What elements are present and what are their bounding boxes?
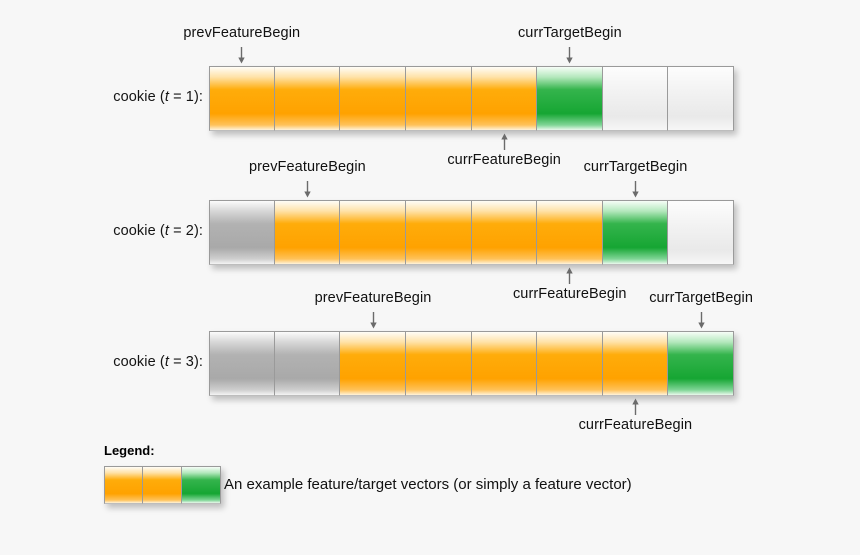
down-arrow-icon (631, 181, 640, 198)
cookie-cell-orange (471, 331, 538, 396)
up-arrow-icon (565, 267, 574, 284)
cookie-cell-orange (340, 200, 406, 265)
cookie-cell-orange (405, 200, 472, 265)
row-label-variable: t (164, 222, 169, 239)
annotation-prevfeaturebegin: prevFeatureBegin (314, 290, 432, 306)
cookie-cell-green (668, 331, 734, 396)
cookie-strip-t1 (209, 66, 734, 131)
down-arrow-icon (565, 47, 574, 64)
row-label-suffix: = 2): (168, 222, 203, 239)
cookie-cell-orange (340, 331, 406, 396)
cookie-cell-orange (471, 66, 538, 131)
annotation-currfeaturebegin: currFeatureBegin (512, 286, 627, 302)
row-label-t2: cookie (t = 2): (60, 223, 203, 239)
row-label-variable: t (164, 353, 169, 370)
down-arrow-icon (369, 312, 378, 329)
up-arrow-icon (631, 398, 640, 415)
cookie-cell-orange (602, 331, 669, 396)
annotation-currfeaturebegin: currFeatureBegin (578, 417, 693, 433)
legend-description: An example feature/target vectors (or si… (224, 476, 632, 493)
cookie-cell-orange (405, 331, 472, 396)
legend-swatch (104, 466, 221, 504)
cookie-cell-gray (274, 331, 341, 396)
cookie-cell-green (602, 200, 669, 265)
cookie-cell-orange (471, 200, 538, 265)
cookie-strip-t2 (209, 200, 734, 265)
down-arrow-icon (697, 312, 706, 329)
annotation-currtargetbegin: currTargetBegin (649, 290, 754, 306)
down-arrow-icon (303, 181, 312, 198)
down-arrow-icon (237, 47, 246, 64)
cookie-cell-orange (274, 200, 341, 265)
row-label-t3: cookie (t = 3): (60, 354, 203, 370)
cookie-cell-gray (209, 331, 275, 396)
cookie-cell-green (537, 66, 603, 131)
annotation-currtargetbegin: currTargetBegin (517, 25, 622, 41)
cookie-cell-orange (405, 66, 472, 131)
cookie-cell-empty (668, 66, 734, 131)
cookie-cell-orange (209, 66, 275, 131)
up-arrow-icon (500, 133, 509, 150)
cookie-cell-gray (209, 200, 275, 265)
annotation-currfeaturebegin: currFeatureBegin (447, 152, 561, 168)
row-label-prefix: cookie ( (113, 88, 165, 105)
cookie-cell-orange (274, 66, 341, 131)
cookie-cell-green (182, 466, 221, 504)
cookie-cell-orange (537, 200, 603, 265)
row-label-prefix: cookie ( (113, 222, 165, 239)
cookie-cell-orange (104, 466, 143, 504)
cookie-cell-orange (143, 466, 182, 504)
cookie-cell-empty (668, 200, 734, 265)
annotation-prevfeaturebegin: prevFeatureBegin (248, 159, 366, 175)
row-label-suffix: = 1): (168, 88, 203, 105)
cookie-cell-empty (602, 66, 669, 131)
row-label-suffix: = 3): (168, 353, 203, 370)
cookie-cell-orange (340, 66, 406, 131)
cookie-cell-orange (537, 331, 603, 396)
legend-title: Legend: (104, 443, 155, 458)
row-label-t1: cookie (t = 1): (60, 89, 203, 105)
annotation-currtargetbegin: currTargetBegin (583, 159, 688, 175)
row-label-prefix: cookie ( (113, 353, 165, 370)
cookie-strip-t3 (209, 331, 734, 396)
annotation-prevfeaturebegin: prevFeatureBegin (183, 25, 301, 41)
row-label-variable: t (164, 88, 169, 105)
